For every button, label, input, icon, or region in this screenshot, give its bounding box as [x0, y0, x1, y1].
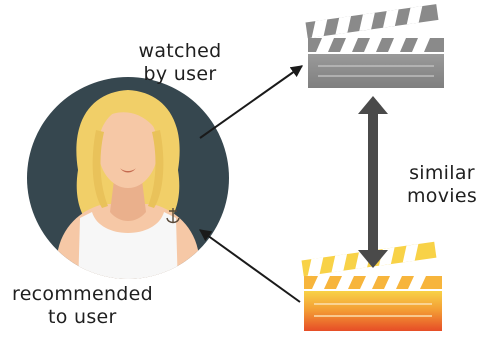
recommended-caption-line-1: recommended: [12, 283, 154, 305]
arrow-watched: [199, 65, 303, 139]
clapperboard-gray-icon: [305, 4, 444, 88]
recommended-caption-line-2: to user: [48, 306, 117, 328]
double-arrow-similar: [358, 96, 388, 268]
user-avatar-icon: [27, 77, 229, 279]
arrow-recommended: [199, 229, 301, 303]
watched-caption-line-1: watched: [138, 40, 222, 62]
similar-caption-line-2: movies: [406, 185, 478, 207]
recommended-caption: recommended to user: [12, 283, 252, 329]
similar-caption-line-1: similar: [409, 162, 475, 184]
similar-caption: similar movies: [388, 162, 496, 208]
watched-caption-line-2: by user: [143, 63, 217, 85]
watched-caption: watched by user: [110, 40, 250, 86]
